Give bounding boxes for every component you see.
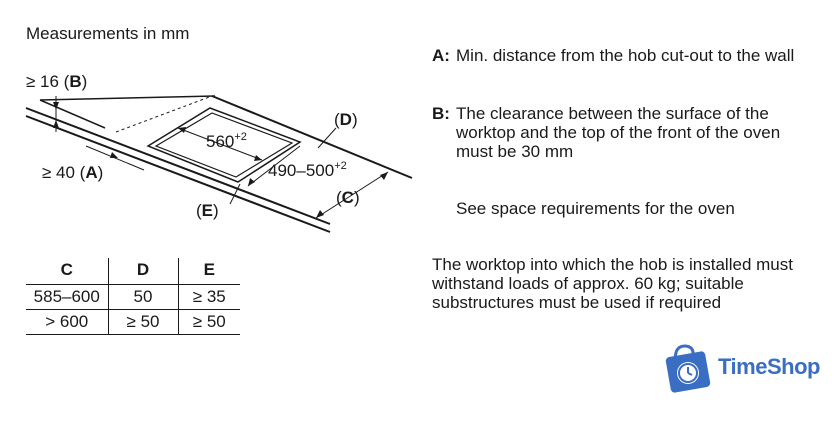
table-cell: ≥ 35	[177, 284, 240, 310]
table-row: > 600 ≥ 50 ≥ 50	[26, 309, 240, 335]
worktop-front-edge	[25, 107, 331, 225]
dim-b-arrow-bottom	[53, 120, 59, 128]
dim-d-leader	[317, 127, 337, 149]
wall-line-lower	[39, 99, 106, 129]
dim-c-arrow-2	[380, 172, 388, 180]
dim-560-arrow-right	[254, 155, 262, 161]
installation-diagram: ≥ 16 (B) ≥ 40 (A) 560+2 490–500+2 (D) (C…	[25, 72, 413, 233]
table-cell: > 600	[26, 309, 108, 335]
table-row: 585–600 50 ≥ 35	[26, 284, 240, 310]
table-header-c: C	[26, 258, 108, 285]
note-a-key: A:	[432, 46, 450, 65]
table-header-e: E	[177, 258, 240, 285]
logo-text: TimeShop	[718, 354, 820, 379]
label-e: (E)	[196, 201, 219, 220]
dim-560-arrow-left	[178, 127, 186, 133]
table-cell: ≥ 50	[107, 309, 178, 335]
note-b: B: The clearance between the surface of …	[432, 104, 812, 161]
note-see-requirements: See space requirements for the oven	[456, 199, 735, 218]
table-header-d: D	[107, 258, 178, 285]
page-title: Measurements in mm	[26, 24, 190, 43]
label-c: (C)	[336, 188, 360, 207]
hob-cutout-inner	[154, 112, 294, 178]
dim-b-arrow-top	[53, 102, 59, 110]
dim-c-arrow-1	[316, 210, 324, 218]
hob-cutout-outer	[146, 107, 302, 183]
table-cell: 50	[107, 284, 178, 310]
timeshop-logo: TimeShop	[660, 336, 840, 396]
dim-490-line	[247, 145, 301, 187]
note-a-text: Min. distance from the hob cut-out to th…	[456, 46, 795, 65]
worktop-back-edge	[39, 95, 216, 101]
label-cutout-depth: 490–500+2	[268, 160, 347, 180]
note-b-text: The clearance between the surface of the…	[456, 104, 781, 161]
worktop-front-edge-lower	[25, 115, 331, 233]
dimensions-table: C D E 585–600 50 ≥ 35 > 600 ≥ 50 ≥ 50	[26, 258, 240, 335]
dim-c-line	[315, 171, 389, 219]
label-b: ≥ 16 (B)	[26, 72, 87, 91]
table-header-row: C D E	[26, 258, 240, 285]
note-b-key: B:	[432, 104, 450, 123]
note-load: The worktop into which the hob is instal…	[432, 255, 793, 312]
label-a: ≥ 40 (A)	[42, 163, 103, 182]
table-cell: 585–600	[26, 284, 108, 310]
dim-a-arrow	[110, 152, 118, 158]
wall-line	[211, 95, 413, 179]
dim-e-leader	[229, 183, 241, 205]
worktop-back-line	[115, 95, 213, 133]
dim-490-arrow	[248, 178, 255, 186]
label-d: (D)	[334, 110, 358, 129]
note-a: A: Min. distance from the hob cut-out to…	[432, 46, 794, 65]
clock-bag-icon	[665, 344, 711, 393]
table-cell: ≥ 50	[177, 309, 240, 335]
label-cutout-width: 560+2	[206, 131, 247, 151]
dim-560-line	[177, 127, 263, 161]
